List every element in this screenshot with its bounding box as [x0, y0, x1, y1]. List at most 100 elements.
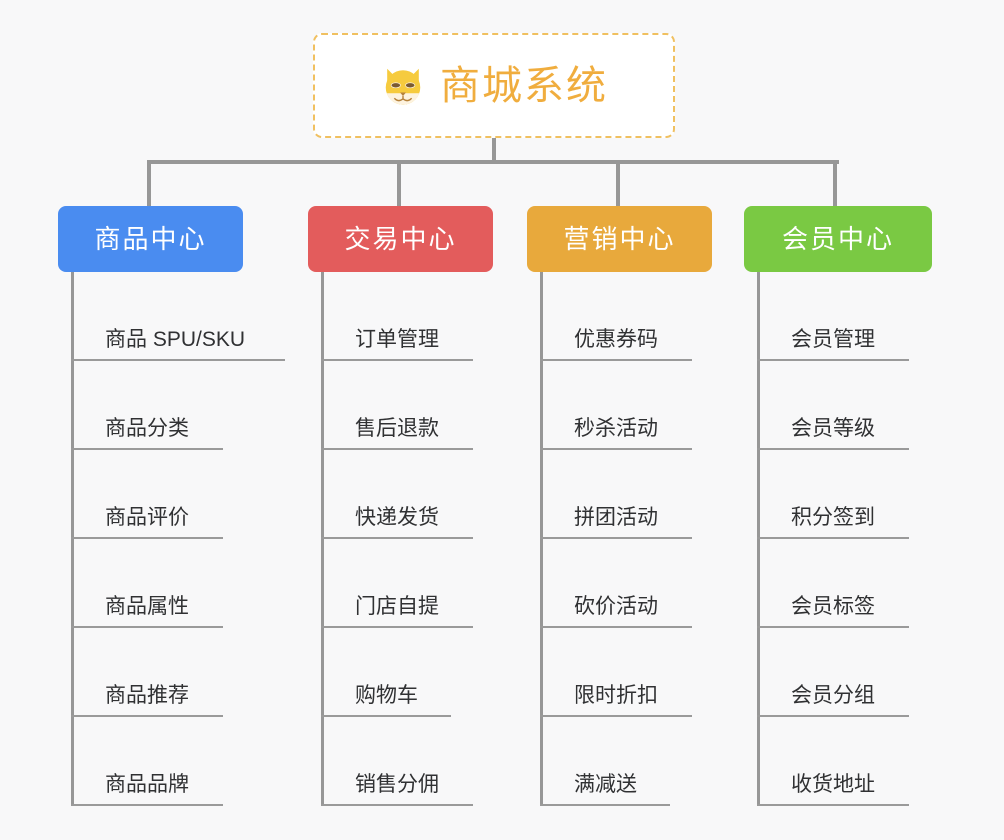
leaf-label: 积分签到: [791, 506, 875, 529]
leaf-item[interactable]: 销售分佣: [321, 717, 493, 806]
connector-drop-3: [616, 160, 620, 206]
leaf-underline: [71, 359, 285, 361]
leaf-underline: [71, 537, 223, 539]
leaf-underline: [757, 537, 909, 539]
leaf-item[interactable]: 积分签到: [757, 450, 932, 539]
leaf-underline: [321, 448, 473, 450]
leaf-underline: [71, 715, 223, 717]
leaf-underline: [321, 715, 451, 717]
leaf-label: 商品属性: [105, 595, 189, 618]
leaf-underline: [321, 359, 473, 361]
leaf-label: 售后退款: [355, 417, 439, 440]
category-column-3: 营销中心优惠券码秒杀活动拼团活动砍价活动限时折扣满减送: [527, 206, 712, 806]
leaf-underline: [71, 448, 223, 450]
leaf-item[interactable]: 售后退款: [321, 361, 493, 450]
category-box-4[interactable]: 会员中心: [744, 206, 932, 272]
leaf-item[interactable]: 门店自提: [321, 539, 493, 628]
category-box-3[interactable]: 营销中心: [527, 206, 712, 272]
leaf-underline: [540, 715, 692, 717]
leaf-underline: [321, 537, 473, 539]
leaf-item[interactable]: 会员标签: [757, 539, 932, 628]
leaf-item[interactable]: 优惠券码: [540, 272, 712, 361]
connector-drop-1: [147, 160, 151, 206]
leaf-underline: [540, 537, 692, 539]
leaf-label: 销售分佣: [355, 773, 439, 796]
connector-drop-2: [397, 160, 401, 206]
leaf-list-1: 商品 SPU/SKU 商品分类商品评价商品属性商品推荐商品品牌: [71, 272, 285, 806]
leaf-label: 商品分类: [105, 417, 189, 440]
leaf-item[interactable]: 商品评价: [71, 450, 243, 539]
leaf-list-3: 优惠券码秒杀活动拼团活动砍价活动限时折扣满减送: [540, 272, 712, 806]
leaf-underline: [540, 804, 670, 806]
leaf-item[interactable]: 商品分类: [71, 361, 243, 450]
leaf-label: 商品 SPU/SKU: [105, 328, 246, 351]
leaf-item[interactable]: 购物车: [321, 628, 493, 717]
leaf-item[interactable]: 商品品牌: [71, 717, 243, 806]
leaf-item[interactable]: 拼团活动: [540, 450, 712, 539]
connector-spine-2: [321, 272, 324, 806]
leaf-label: 订单管理: [355, 328, 439, 351]
connector-drop-4: [833, 160, 837, 206]
leaf-item[interactable]: 商品属性: [71, 539, 243, 628]
leaf-item[interactable]: 砍价活动: [540, 539, 712, 628]
leaf-underline: [757, 359, 909, 361]
leaf-item[interactable]: 会员等级: [757, 361, 932, 450]
leaf-underline: [540, 359, 692, 361]
leaf-underline: [321, 626, 473, 628]
category-label: 会员中心: [781, 224, 894, 254]
leaf-underline: [757, 715, 909, 717]
leaf-underline: [71, 804, 223, 806]
leaf-label: 限时折扣: [574, 684, 658, 707]
leaf-label: 商品评价: [105, 506, 189, 529]
leaf-label: 秒杀活动: [574, 417, 658, 440]
connector-spine-1: [71, 272, 74, 806]
leaf-label: 会员标签: [791, 595, 875, 618]
leaf-underline: [757, 448, 909, 450]
category-column-2: 交易中心订单管理售后退款快递发货门店自提购物车销售分佣: [308, 206, 493, 806]
leaf-label: 收货地址: [791, 773, 875, 796]
leaf-underline: [540, 626, 692, 628]
leaf-item[interactable]: 订单管理: [321, 272, 493, 361]
leaf-item[interactable]: 秒杀活动: [540, 361, 712, 450]
leaf-underline: [540, 448, 692, 450]
leaf-list-2: 订单管理售后退款快递发货门店自提购物车销售分佣: [321, 272, 493, 806]
leaf-item[interactable]: 快递发货: [321, 450, 493, 539]
category-box-1[interactable]: 商品中心: [58, 206, 243, 272]
root-node-shopping-system[interactable]: 商城系统: [313, 33, 675, 138]
leaf-item[interactable]: 收货地址: [757, 717, 932, 806]
leaf-label: 商品推荐: [105, 684, 189, 707]
leaf-underline: [757, 804, 909, 806]
connector-spine-3: [540, 272, 543, 806]
leaf-label: 商品品牌: [105, 773, 189, 796]
leaf-label: 购物车: [355, 684, 418, 707]
leaf-underline: [757, 626, 909, 628]
leaf-item[interactable]: 会员分组: [757, 628, 932, 717]
leaf-label: 砍价活动: [574, 595, 658, 618]
leaf-item[interactable]: 商品推荐: [71, 628, 243, 717]
leaf-label: 会员等级: [791, 417, 875, 440]
leaf-label: 拼团活动: [574, 506, 658, 529]
leaf-underline: [71, 626, 223, 628]
leaf-label: 会员分组: [791, 684, 875, 707]
leaf-label: 会员管理: [791, 328, 875, 351]
leaf-item[interactable]: 会员管理: [757, 272, 932, 361]
category-column-1: 商品中心商品 SPU/SKU 商品分类商品评价商品属性商品推荐商品品牌: [58, 206, 285, 806]
category-label: 商品中心: [94, 224, 207, 254]
leaf-label: 门店自提: [355, 595, 439, 618]
leaf-item[interactable]: 限时折扣: [540, 628, 712, 717]
leaf-label: 满减送: [574, 773, 637, 796]
category-box-2[interactable]: 交易中心: [308, 206, 493, 272]
dog-face-icon: [385, 68, 421, 105]
category-column-4: 会员中心会员管理会员等级积分签到会员标签会员分组收货地址: [744, 206, 932, 806]
leaf-label: 快递发货: [355, 506, 439, 529]
connector-horizontal-bus: [149, 160, 839, 164]
leaf-item[interactable]: 满减送: [540, 717, 712, 806]
connector-spine-4: [757, 272, 760, 806]
root-title: 商城系统: [440, 63, 608, 108]
connector-root-stem: [492, 138, 496, 164]
category-label: 交易中心: [344, 224, 457, 254]
category-label: 营销中心: [563, 224, 676, 254]
leaf-list-4: 会员管理会员等级积分签到会员标签会员分组收货地址: [757, 272, 932, 806]
leaf-item[interactable]: 商品 SPU/SKU: [71, 272, 285, 361]
